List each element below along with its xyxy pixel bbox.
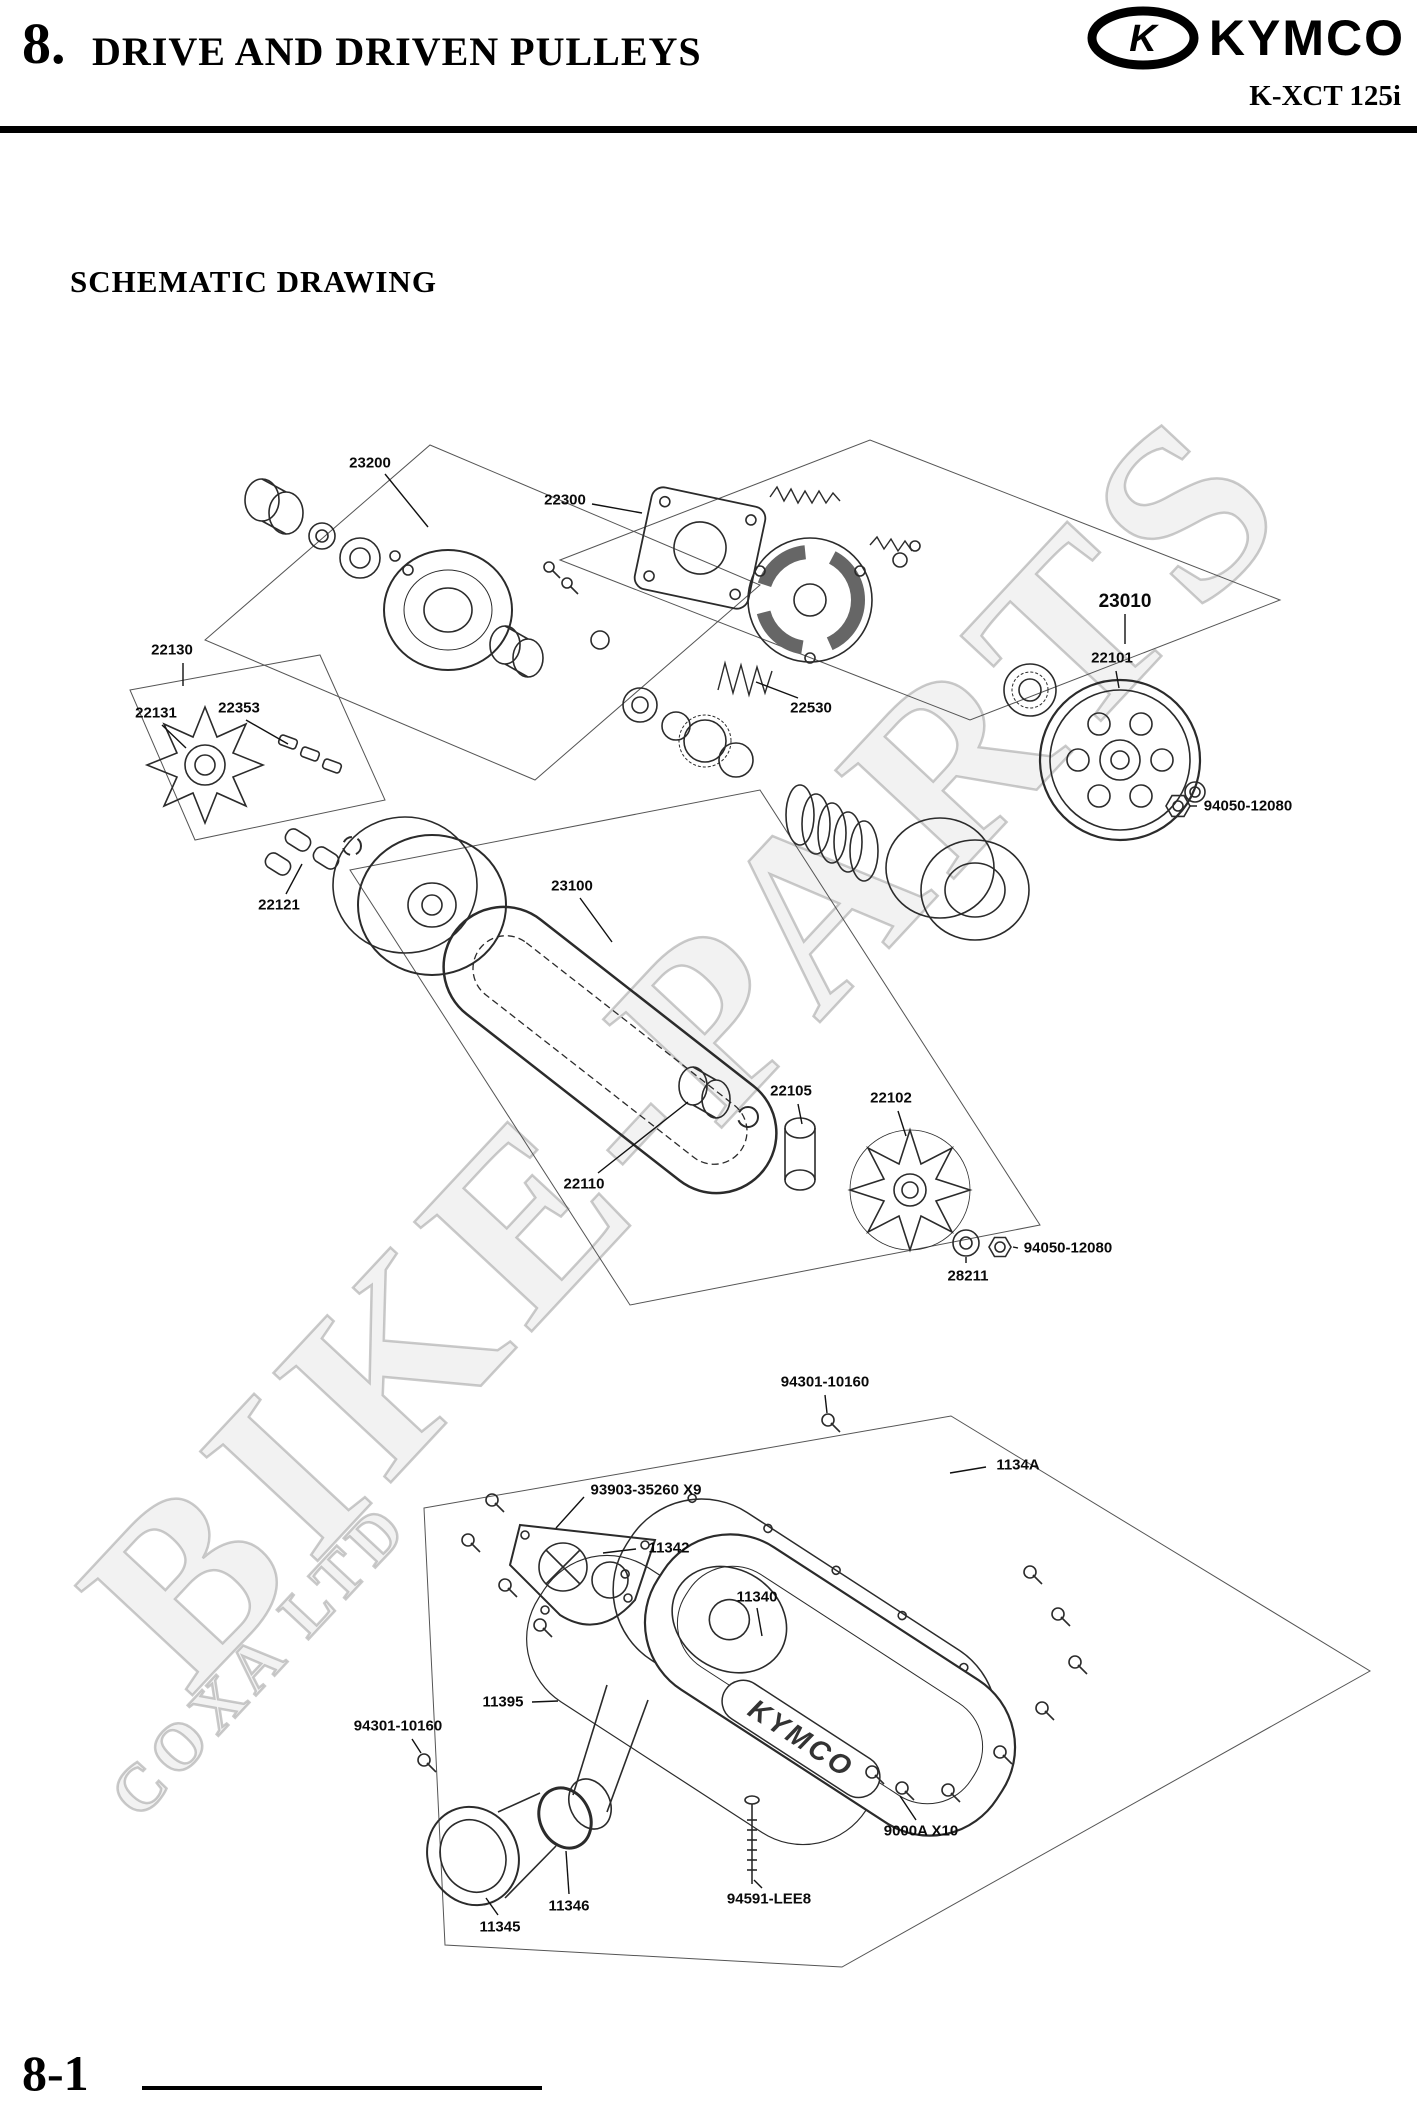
clutch-assembly xyxy=(633,485,1057,717)
drawing-title: SCHEMATIC DRAWING xyxy=(70,264,437,299)
part-label-9000A-X10: 9000A X10 xyxy=(883,1822,959,1840)
section-number: 8. xyxy=(22,11,66,76)
part-label-94301-10160-a: 94301-10160 xyxy=(780,1373,870,1391)
collar-bushing xyxy=(678,1066,759,1128)
part-label-22300: 22300 xyxy=(544,491,586,509)
nut-94050-lower xyxy=(988,1236,1012,1258)
fasteners xyxy=(417,561,1088,1884)
part-label-11340: 11340 xyxy=(736,1588,778,1606)
drive-belt xyxy=(442,905,778,1195)
part-label-11345: 11345 xyxy=(479,1918,521,1936)
leader-lines xyxy=(161,473,1197,1916)
part-label-22121: 22121 xyxy=(258,896,300,914)
part-label-1134A: 1134A xyxy=(996,1456,1040,1474)
screw-94591 xyxy=(744,1795,760,1884)
page-number: 8-1 xyxy=(22,2045,89,2101)
cooling-fan xyxy=(847,1127,1012,1258)
part-label-94050-12080-a: 94050-12080 xyxy=(1203,797,1293,815)
part-label-22102: 22102 xyxy=(870,1089,912,1107)
part-label-11395: 11395 xyxy=(482,1693,524,1711)
nut-94050-upper xyxy=(1165,794,1191,818)
part-label-11346: 11346 xyxy=(548,1897,590,1915)
air-duct xyxy=(426,1786,593,1907)
part-label-22110: 22110 xyxy=(563,1175,605,1193)
part-label-94591-LEE8: 94591-LEE8 xyxy=(726,1890,812,1908)
bolt-94301-upper xyxy=(821,1413,841,1433)
part-label-94050-12080-b: 94050-12080 xyxy=(1023,1239,1113,1257)
part-label-23200: 23200 xyxy=(349,454,391,472)
movable-drive-face xyxy=(144,704,343,826)
brand-name: KYMCO xyxy=(1208,10,1405,66)
footer-rule xyxy=(142,2086,542,2090)
section-title: DRIVE AND DRIVEN PULLEYS xyxy=(92,29,702,74)
part-label-28211: 28211 xyxy=(947,1267,989,1285)
header-rule xyxy=(0,126,1417,133)
duct-clamp xyxy=(537,1786,593,1850)
part-label-94301-10160-b: 94301-10160 xyxy=(353,1717,443,1735)
part-label-11342: 11342 xyxy=(648,1539,690,1557)
part-label-22530: 22530 xyxy=(790,699,832,717)
front-pulley-disc xyxy=(332,816,507,976)
part-label-22101: 22101 xyxy=(1091,649,1133,667)
washer-28211 xyxy=(952,1229,980,1257)
driven-pulley-spring-stack xyxy=(622,687,1030,941)
boundary-lines xyxy=(129,439,1371,1968)
model-name: K-XCT 125i xyxy=(1249,80,1401,112)
cvt-cover: KYMCO xyxy=(568,1533,1017,1837)
brand-oval-icon: K xyxy=(1087,6,1199,70)
part-label-23100: 23100 xyxy=(551,877,593,895)
part-label-93903-35260: 93903-35260 X9 xyxy=(590,1481,702,1499)
weight-rollers xyxy=(264,828,362,876)
clutch-drum xyxy=(1038,678,1206,842)
brand-mark: K xyxy=(1129,18,1159,60)
brand-logo: K KYMCO xyxy=(1087,6,1405,70)
part-label-22353: 22353 xyxy=(218,699,260,717)
spacer-sleeve xyxy=(784,1117,816,1191)
inner-gasket-plate xyxy=(508,1523,657,1626)
part-label-22105: 22105 xyxy=(770,1082,812,1100)
part-label-23010: 23010 xyxy=(1098,591,1152,612)
drive-pulley-face-assembly xyxy=(244,478,610,678)
part-label-22131: 22131 xyxy=(135,704,177,722)
bolt-94301-lower xyxy=(417,1753,437,1773)
part-label-22130: 22130 xyxy=(151,641,193,659)
